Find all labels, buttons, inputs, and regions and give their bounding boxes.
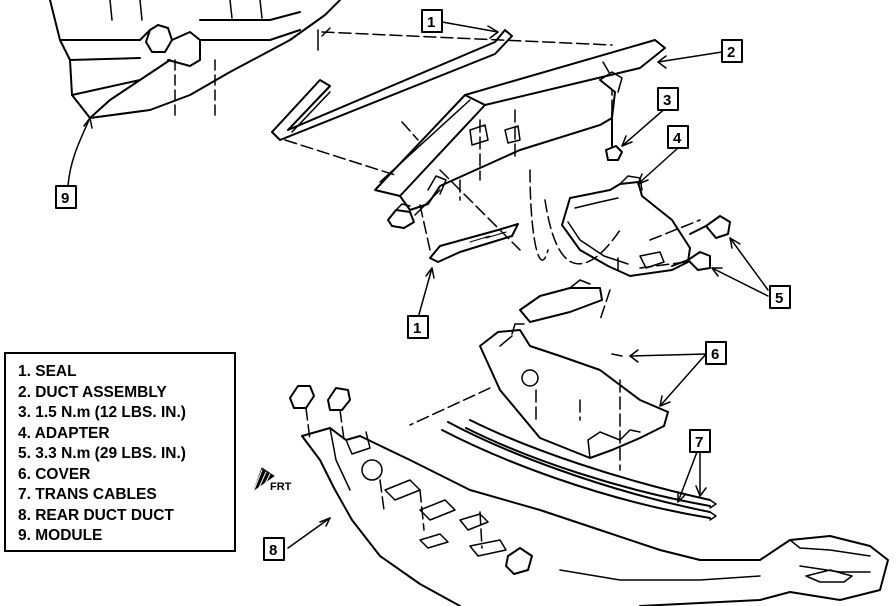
duct-assembly-part bbox=[374, 39, 666, 216]
svg-text:2: 2 bbox=[727, 44, 735, 61]
frt-label: FRT bbox=[270, 481, 292, 493]
legend-item: 6. COVER bbox=[18, 465, 91, 483]
rear-duct-part bbox=[301, 427, 889, 606]
screw-parts bbox=[671, 215, 731, 271]
svg-text:8: 8 bbox=[269, 542, 277, 559]
parts-legend: 1. SEAL 2. DUCT ASSEMBLY 3. 1.5 N.m (12 … bbox=[4, 352, 236, 552]
legend-list: 1. SEAL 2. DUCT ASSEMBLY 3. 1.5 N.m (12 … bbox=[6, 354, 234, 547]
legend-item: 5. 3.3 N.m (29 LBS. IN.) bbox=[18, 445, 186, 462]
module-part bbox=[49, 0, 341, 121]
svg-text:1: 1 bbox=[427, 14, 435, 31]
clip-part bbox=[387, 203, 415, 229]
callout-1-bottom: 1 bbox=[407, 315, 429, 339]
legend-item: 8. REAR DUCT DUCT bbox=[18, 506, 174, 524]
callout-9: 9 bbox=[55, 185, 77, 209]
front-direction-arrow: FRT bbox=[253, 467, 292, 493]
leader-arrows bbox=[67, 21, 769, 549]
svg-text:4: 4 bbox=[673, 130, 682, 147]
callout-4: 4 bbox=[667, 125, 689, 149]
seal-pad-part bbox=[429, 223, 519, 263]
callout-8: 8 bbox=[263, 537, 285, 561]
legend-item: 9. MODULE bbox=[18, 527, 103, 544]
svg-text:9: 9 bbox=[61, 190, 69, 207]
adapter-part bbox=[561, 175, 691, 277]
svg-text:7: 7 bbox=[695, 434, 703, 451]
bracket-part bbox=[519, 279, 603, 323]
cover-part bbox=[479, 323, 669, 459]
svg-text:1: 1 bbox=[413, 320, 421, 337]
assembly-lines bbox=[284, 31, 701, 549]
callout-1-top: 1 bbox=[421, 9, 443, 33]
callout-3: 3 bbox=[657, 87, 679, 111]
svg-text:6: 6 bbox=[711, 346, 719, 363]
callout-6: 6 bbox=[705, 341, 727, 365]
callout-5: 5 bbox=[769, 285, 791, 309]
legend-item: 4. ADAPTER bbox=[18, 424, 110, 442]
push-clips-part bbox=[289, 385, 351, 411]
svg-text:3: 3 bbox=[663, 92, 671, 109]
callout-7: 7 bbox=[689, 429, 711, 453]
legend-item: 2. DUCT ASSEMBLY bbox=[18, 383, 167, 401]
callout-2: 2 bbox=[721, 39, 743, 63]
legend-item: 7. TRANS CABLES bbox=[18, 486, 157, 503]
seal-gasket-part bbox=[271, 29, 513, 141]
small-screw-part bbox=[605, 111, 623, 161]
legend-item: 3. 1.5 N.m (12 LBS. IN.) bbox=[18, 404, 186, 421]
trans-cables-part bbox=[441, 419, 717, 521]
svg-text:5: 5 bbox=[775, 290, 783, 307]
legend-item: 1. SEAL bbox=[18, 363, 77, 380]
